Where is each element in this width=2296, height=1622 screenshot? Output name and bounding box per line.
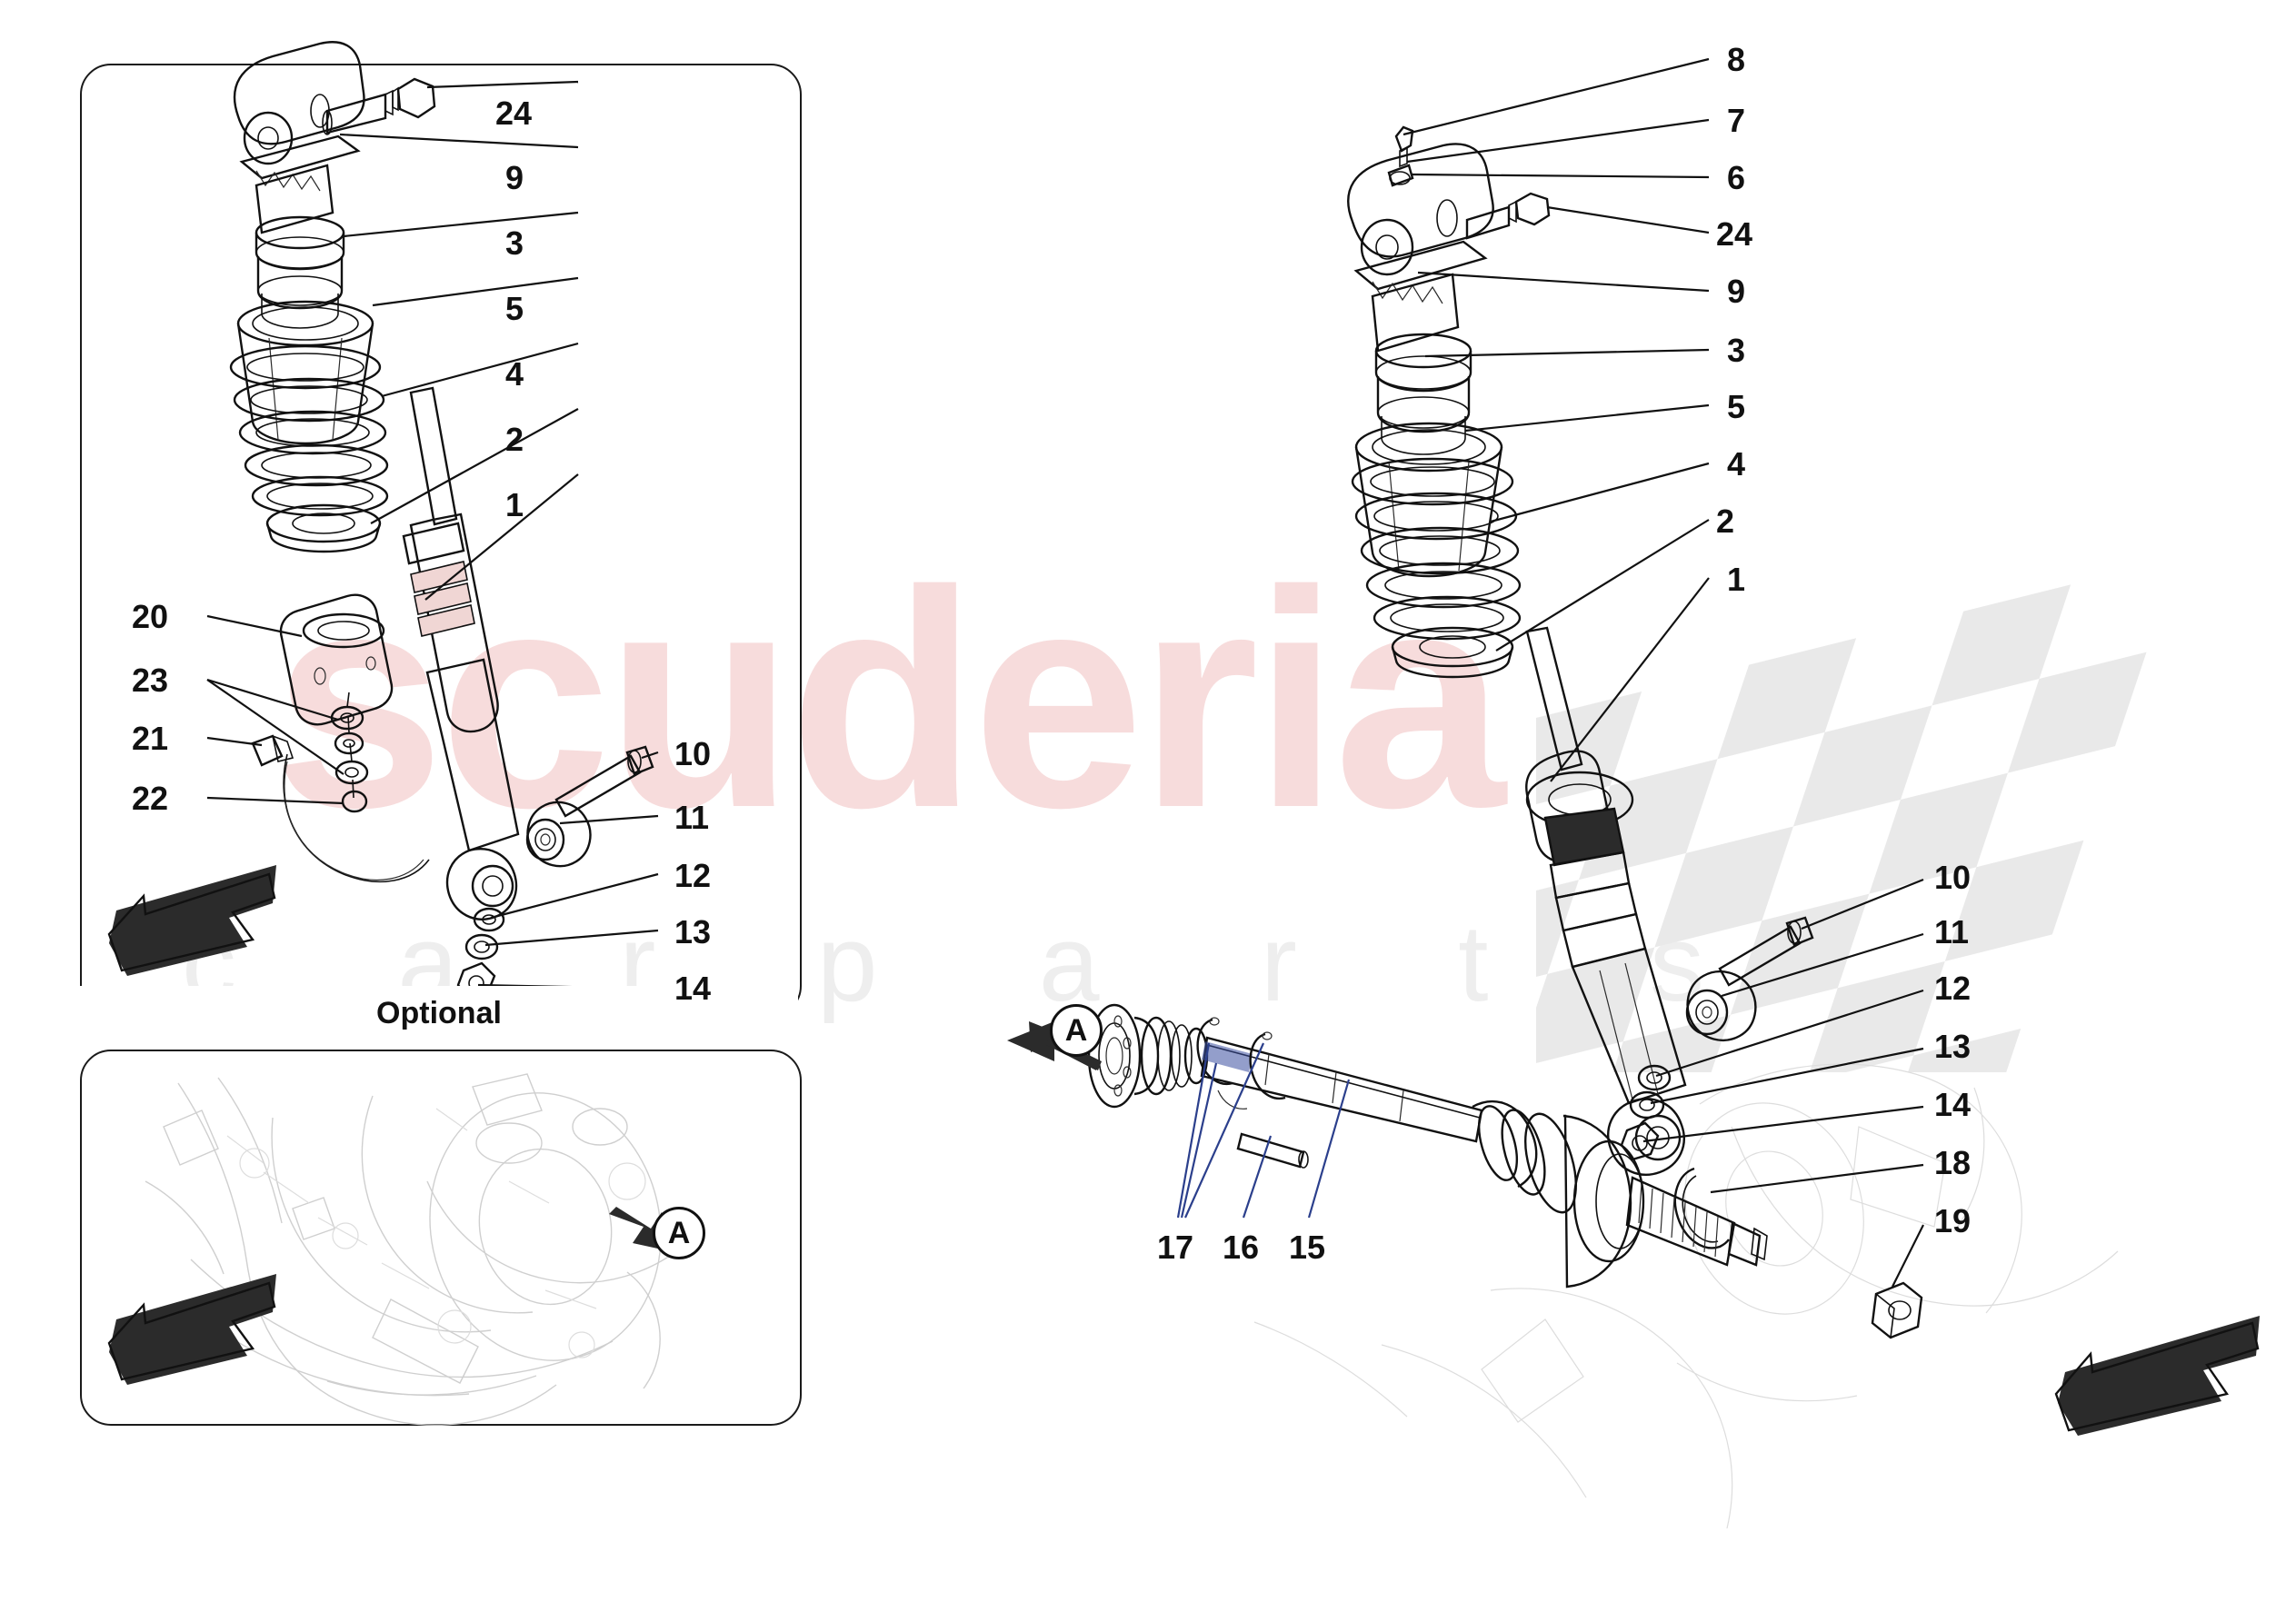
- marker-a-driveshaft-letter: A: [1050, 1004, 1103, 1057]
- callout-shaft-15[interactable]: 15: [1289, 1229, 1326, 1266]
- callout-opt-2[interactable]: 2: [505, 421, 524, 458]
- part-24-nut-optional: [322, 77, 436, 135]
- callout-opt-12[interactable]: 12: [674, 857, 712, 894]
- splined-stub-shaft: [1625, 1176, 1768, 1267]
- callout-opt-3[interactable]: 3: [505, 224, 524, 262]
- callout-opt-5[interactable]: 5: [505, 290, 524, 327]
- callout-shaft-16[interactable]: 16: [1223, 1229, 1260, 1266]
- part-2-spring-seat-optional: [265, 503, 382, 553]
- shaft-tube: [1200, 1036, 1483, 1143]
- callout-main-24[interactable]: 24: [1716, 215, 1753, 253]
- parts-21-22-23-sensor-link-optional: [251, 692, 430, 883]
- shaft-highlight: [1202, 1041, 1253, 1072]
- drive-shaft-leader-lines: [1176, 1042, 1351, 1219]
- part-17-circlips: [1196, 1017, 1286, 1110]
- part-22-fitting: [341, 790, 368, 813]
- watermark-scuderia: scuderia: [273, 527, 1506, 872]
- callout-main-1[interactable]: 1: [1727, 561, 1746, 598]
- callout-opt-11[interactable]: 11: [674, 799, 710, 836]
- callout-opt-10[interactable]: 10: [674, 735, 712, 772]
- callout-main-7[interactable]: 7: [1727, 102, 1746, 139]
- part-13-washer: [464, 933, 499, 960]
- marker-a-driveshaft: A: [1050, 1004, 1103, 1057]
- damper-collar-detail: [411, 562, 474, 636]
- callout-main-14[interactable]: 14: [1934, 1086, 1972, 1123]
- outer-cv-boot: [1472, 1100, 1645, 1289]
- part-20-height-sensor-optional: [279, 593, 394, 726]
- marker-a-gearbox-letter: A: [653, 1207, 705, 1259]
- callout-opt-24[interactable]: 24: [495, 95, 533, 132]
- callout-opt-9[interactable]: 9: [505, 159, 524, 196]
- callout-opt-13[interactable]: 13: [674, 913, 712, 950]
- part-10-bolt-head: [625, 745, 654, 776]
- part-5-dust-boot-main: [1354, 422, 1503, 578]
- part-3-bump-stop-optional: [255, 215, 345, 329]
- part-4-coil-spring-optional: [229, 344, 389, 517]
- part-21-hose-fitting: [251, 734, 294, 767]
- callout-main-4[interactable]: 4: [1727, 445, 1746, 483]
- callout-main-11[interactable]: 11: [1934, 913, 1970, 950]
- part-12-washer: [473, 907, 505, 932]
- optional-panel-label: Optional: [80, 986, 798, 1040]
- direction-arrow-main-panel: [2054, 1316, 2260, 1436]
- gearbox-ghost-drawing: [145, 1073, 694, 1426]
- callout-opt-22[interactable]: 22: [132, 780, 169, 817]
- callout-opt-23[interactable]: 23: [132, 662, 169, 699]
- part-1-shock-absorber-optional: [402, 386, 520, 920]
- direction-arrow-optional-panel: [107, 865, 276, 976]
- parts-6-7-8-fasteners: [1387, 125, 1551, 240]
- callout-main-5[interactable]: 5: [1727, 388, 1746, 425]
- callout-opt-21[interactable]: 21: [132, 720, 169, 757]
- main-shock-absorber-drawing: [1347, 57, 1924, 1339]
- inner-cv-joint-flange: [1087, 1003, 1209, 1109]
- part-18-circlip: [1673, 1167, 1730, 1249]
- callout-main-18[interactable]: 18: [1934, 1144, 1972, 1181]
- drive-shaft-drawing: [1087, 1003, 1768, 1289]
- part-9-top-mount-main: [1347, 143, 1494, 353]
- callout-main-12[interactable]: 12: [1934, 970, 1972, 1007]
- part-4-coil-spring-main: [1351, 457, 1522, 641]
- rear-subframe-ghost: [1253, 1063, 2119, 1529]
- parts-10-14-lower-link-optional: [456, 745, 654, 1001]
- callout-opt-1[interactable]: 1: [505, 486, 524, 523]
- callout-shaft-17[interactable]: 17: [1157, 1229, 1194, 1266]
- part-3-bump-stop-main: [1374, 333, 1472, 455]
- callout-opt-20[interactable]: 20: [132, 598, 169, 635]
- part-16-roll-pin: [1236, 1132, 1309, 1169]
- callout-main-9[interactable]: 9: [1727, 273, 1746, 310]
- callout-main-2[interactable]: 2: [1716, 503, 1735, 540]
- callout-opt-4[interactable]: 4: [505, 355, 524, 393]
- callout-opt-14[interactable]: 14: [674, 970, 712, 1007]
- part-19-bush: [1871, 1281, 1923, 1339]
- marker-a-gearbox: A: [653, 1207, 705, 1259]
- optional-shock-absorber-drawing: [206, 41, 659, 1001]
- optional-leader-lines: [206, 80, 659, 990]
- optional-label-text: Optional: [360, 995, 518, 1031]
- callout-main-8[interactable]: 8: [1727, 41, 1746, 78]
- callout-main-13[interactable]: 13: [1934, 1028, 1972, 1065]
- part-2-spring-seat-main: [1391, 626, 1514, 679]
- callout-main-3[interactable]: 3: [1727, 332, 1746, 369]
- callout-main-6[interactable]: 6: [1727, 159, 1746, 196]
- callout-main-10[interactable]: 10: [1934, 859, 1972, 896]
- direction-arrow-gearbox-panel: [107, 1274, 276, 1385]
- callout-main-19[interactable]: 19: [1934, 1202, 1972, 1239]
- part-9-top-mount-optional: [233, 41, 365, 234]
